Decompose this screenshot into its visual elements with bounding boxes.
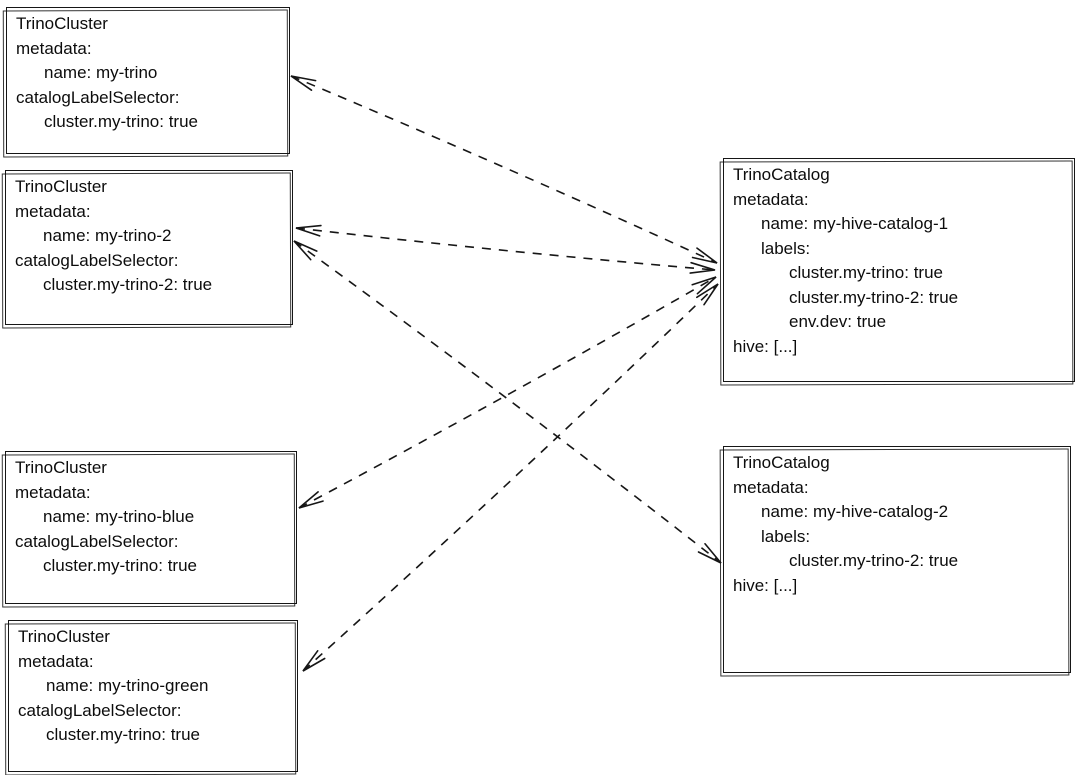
node-text-line: cluster.my-trino: true — [43, 556, 197, 575]
node-text-line: TrinoCluster — [16, 14, 108, 33]
node-text-line: catalogLabelSelector: — [16, 87, 180, 107]
node-text-line: cluster.my-trino: true — [789, 263, 943, 282]
node-lines: TrinoCluster metadata: name: my-trino-2 cat… — [15, 175, 284, 298]
trinocluster-my-trino-box: TrinoCluster metadata: name: my-trino catal… — [6, 7, 290, 154]
node-text-line: env.dev: true — [789, 312, 887, 331]
node-lines: TrinoCatalog metadata: name: my-hive-catal… — [733, 163, 1066, 359]
node-lines: TrinoCluster metadata: name: my-trino-blue… — [15, 456, 288, 579]
node-lines: TrinoCatalog metadata: name: my-hive-catal… — [733, 451, 1062, 598]
node-text-line: name: my-trino-2 — [43, 226, 172, 245]
trinocluster-my-trino-green-box: TrinoCluster metadata: name: my-trino-gree… — [8, 620, 298, 772]
node-text-line: labels: — [761, 526, 811, 546]
node-text-line: metadata: — [16, 38, 92, 58]
node-text-line: TrinoCatalog — [733, 453, 830, 472]
node-text-line: hive: [...] — [733, 575, 798, 595]
node-lines: TrinoCluster metadata: name: my-trino catal… — [16, 12, 281, 135]
edge-my-trino-green--my-hive-catalog-1 — [302, 283, 719, 672]
node-text-line: catalogLabelSelector: — [18, 700, 182, 720]
node-text-line: hive: [...] — [733, 336, 798, 356]
trinocluster-my-trino-blue-box: TrinoCluster metadata: name: my-trino-blue… — [5, 451, 297, 604]
node-text-line: metadata: — [18, 651, 94, 671]
node-text-line: name: my-trino — [44, 63, 158, 82]
node-text-line: cluster.my-trino-2: true — [789, 287, 959, 307]
node-text-line: cluster.my-trino: true — [46, 725, 200, 744]
node-text-line: name: my-hive-catalog-2 — [761, 502, 949, 521]
edge-my-trino-2--my-hive-catalog-1 — [295, 224, 716, 274]
trinocatalog-my-hive-catalog-1-box: TrinoCatalog metadata: name: my-hive-catal… — [723, 158, 1075, 382]
node-text-line: name: my-hive-catalog-1 — [761, 214, 949, 233]
edge-my-trino-2--my-hive-catalog-2 — [293, 240, 722, 564]
node-text-line: catalogLabelSelector: — [15, 250, 179, 270]
node-text-line: labels: — [761, 238, 811, 258]
trinocatalog-my-hive-catalog-2-box: TrinoCatalog metadata: name: my-hive-catal… — [723, 446, 1071, 673]
node-text-line: TrinoCluster — [18, 627, 110, 646]
node-text-line: metadata: — [15, 201, 91, 221]
node-text-line: TrinoCatalog — [733, 165, 830, 184]
trinocluster-my-trino-2-box: TrinoCluster metadata: name: my-trino-2 cat… — [5, 170, 293, 325]
node-text-line: name: my-trino-green — [46, 676, 209, 695]
edge-my-trino-blue--my-hive-catalog-1 — [298, 276, 717, 509]
node-text-line: metadata: — [733, 477, 809, 497]
node-text-line: catalogLabelSelector: — [15, 531, 179, 551]
node-text-line: cluster.my-trino: true — [44, 112, 198, 131]
node-text-line: TrinoCluster — [15, 177, 107, 196]
edge-my-trino--my-hive-catalog-1 — [290, 75, 718, 264]
node-text-line: metadata: — [733, 189, 809, 209]
node-text-line: TrinoCluster — [15, 458, 107, 477]
node-text-line: cluster.my-trino-2: true — [789, 551, 959, 570]
node-text-line: metadata: — [15, 482, 91, 502]
node-lines: TrinoCluster metadata: name: my-trino-gree… — [18, 625, 289, 748]
node-text-line: name: my-trino-blue — [43, 507, 195, 526]
node-text-line: cluster.my-trino-2: true — [43, 275, 213, 294]
